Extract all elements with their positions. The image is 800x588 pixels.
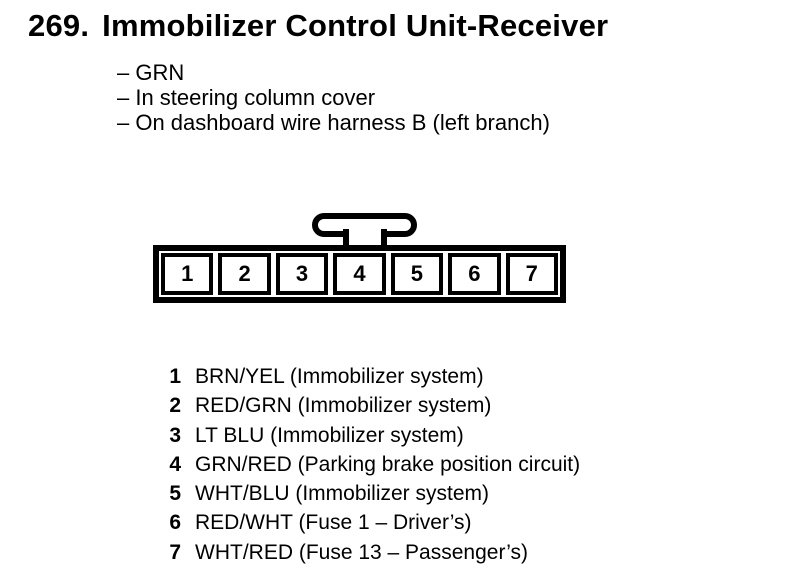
- pin-number: 5: [169, 482, 181, 506]
- pin-row: 6 RED/WHT (Fuse 1 – Driver’s): [168, 508, 580, 537]
- pin-number: 3: [169, 423, 181, 447]
- connector-pin-cell-5: 5: [390, 253, 444, 295]
- connector-pin-cell-6: 6: [448, 253, 501, 295]
- section-number: 269.: [28, 8, 90, 43]
- pin-row: 1 BRN/YEL (Immobilizer system): [168, 362, 580, 391]
- pin-row: 3 LT BLU (Immobilizer system): [168, 421, 580, 450]
- pin-description: RED/GRN (Immobilizer system): [195, 394, 492, 418]
- detail-line-location: – In steering column cover: [117, 85, 376, 110]
- pin-number: 4: [169, 452, 181, 476]
- connector-pin-cell-2: 2: [218, 253, 271, 295]
- pin-number: 6: [169, 511, 181, 535]
- pin-list: 1 BRN/YEL (Immobilizer system) 2 RED/GRN…: [168, 362, 580, 567]
- pin-description: RED/WHT (Fuse 1 – Driver’s): [195, 511, 472, 535]
- connector-diagram: 1 2 3 4 5 6 7: [153, 213, 566, 303]
- connector-pin-cell-4: 4: [333, 253, 386, 295]
- pin-description: BRN/YEL (Immobilizer system): [195, 365, 484, 388]
- pin-description: WHT/RED (Fuse 13 – Passenger’s): [195, 540, 528, 564]
- pin-description: GRN/RED (Parking brake position circuit): [195, 452, 581, 476]
- section-title: Immobilizer Control Unit-Receiver: [102, 8, 609, 43]
- connector-pin-cell-3: 3: [275, 253, 329, 295]
- page-title: 269. Immobilizer Control Unit-Receiver: [28, 9, 608, 43]
- pin-number: 7: [169, 540, 181, 564]
- detail-line-color: – GRN: [117, 60, 185, 85]
- pin-row: 5 WHT/BLU (Immobilizer system): [168, 479, 580, 508]
- pin-row: 7 WHT/RED (Fuse 13 – Passenger’s): [168, 538, 580, 567]
- pin-row: 4 GRN/RED (Parking brake position circui…: [168, 450, 580, 479]
- pin-number: 1: [169, 365, 181, 388]
- pin-description: WHT/BLU (Immobilizer system): [195, 482, 490, 506]
- pin-description: LT BLU (Immobilizer system): [195, 423, 464, 447]
- detail-line-harness: – On dashboard wire harness B (left bran…: [117, 110, 550, 135]
- pin-number: 2: [169, 394, 181, 418]
- connector-pin-cell-1: 1: [161, 253, 214, 295]
- connector-pin-cell-7: 7: [505, 253, 558, 295]
- connector-body: 1 2 3 4 5 6 7: [153, 245, 566, 303]
- pin-row: 2 RED/GRN (Immobilizer system): [168, 391, 580, 420]
- detail-list: – GRN – In steering column cover – On da…: [117, 60, 550, 135]
